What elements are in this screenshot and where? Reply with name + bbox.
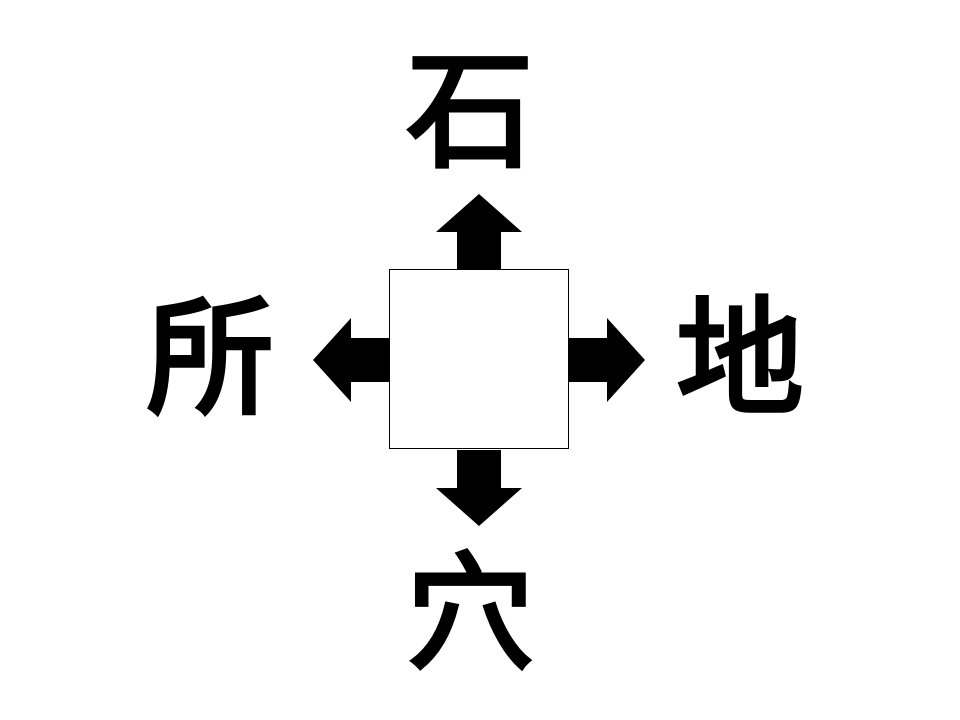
arrow-down-icon [436,450,522,526]
arrow-left-icon [313,318,389,402]
kanji-right: 地 [675,285,804,434]
answer-box [389,269,569,449]
kanji-bottom: 穴 [405,540,534,689]
kanji-left: 所 [145,285,274,434]
arrow-right-icon [569,318,645,402]
kanji-top: 石 [405,38,534,187]
arrow-up-icon [436,194,522,270]
